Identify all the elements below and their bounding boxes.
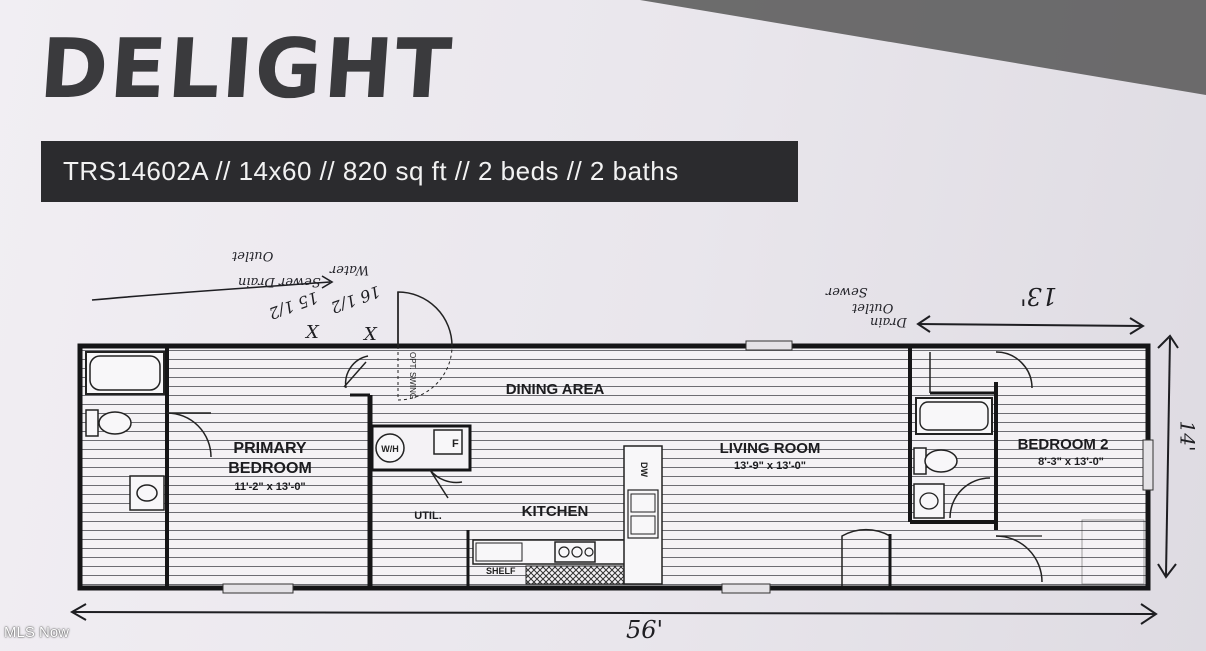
bedroom-2-size: 8'-3" x 13'-0" [1038, 456, 1104, 468]
note-outlet-left: Outlet [232, 248, 274, 263]
opt-swing-note: OPT. SWING [408, 352, 417, 399]
kitchen-island-counter [623, 445, 663, 585]
kitchen-counter [472, 539, 626, 565]
range [554, 541, 596, 563]
bedroom-2-label: BEDROOM 2 [1017, 436, 1109, 453]
spec-banner: TRS14602A // 14x60 // 820 sq ft // 2 bed… [41, 141, 798, 202]
toilet-right [913, 447, 927, 475]
kitchen-label: KITCHEN [521, 503, 589, 520]
window-right [1142, 439, 1154, 491]
note-water: Water [330, 262, 370, 277]
dining-area-label: DINING AREA [505, 381, 605, 398]
window-bottom-left [222, 583, 294, 594]
furnace-label: F [452, 438, 459, 450]
window-top [745, 340, 793, 351]
sink-left [129, 475, 165, 511]
bathtub-right [915, 397, 993, 435]
water-mark: X [364, 324, 377, 345]
dishwasher-label: DW [639, 462, 649, 477]
kitchen-sink [627, 489, 659, 539]
note-sewer-right: Sewer [826, 284, 868, 299]
window-bottom-mid [721, 583, 771, 594]
overall-width-dim: 14' [1175, 420, 1200, 452]
utility-label: UTIL. [414, 510, 442, 522]
note-sewer-drain: Sewer Drain [238, 274, 321, 289]
sink-right [913, 483, 945, 519]
sewer-mark: X [306, 322, 319, 343]
furnace [433, 429, 463, 455]
water-heater-label: W/H [381, 444, 399, 454]
toilet-left [85, 409, 99, 437]
watermark: MLS Now [4, 624, 70, 641]
note-outlet-right: Outlet [852, 300, 894, 315]
primary-bedroom-size: 11'-2" x 13'-0" [234, 481, 306, 493]
primary-bedroom-label-2: BEDROOM [228, 460, 312, 477]
shelf-label: SHELF [486, 566, 516, 576]
note-drain-right: Drain [870, 314, 907, 329]
bathtub-left [85, 351, 165, 395]
fridge-space [525, 565, 625, 585]
living-room-size: 13'-9" x 13'-0" [734, 460, 806, 472]
water-heater [375, 433, 405, 463]
living-room-label: LIVING ROOM [719, 440, 821, 457]
primary-bedroom-label: PRIMARY [233, 440, 307, 457]
overall-length-dim: 56' [626, 616, 664, 644]
right-offset-dim: 13' [1020, 282, 1058, 310]
